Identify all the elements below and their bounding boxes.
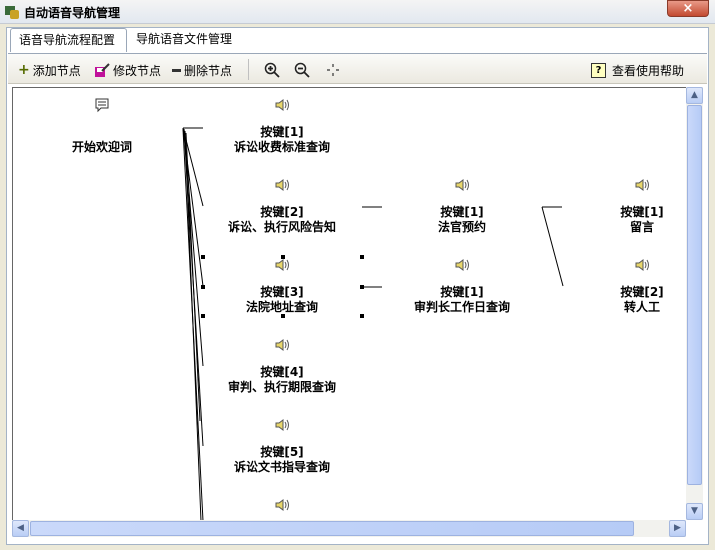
help-button[interactable]: ? 查看使用帮助 xyxy=(591,61,684,79)
scroll-down-button[interactable]: ▼ xyxy=(686,503,703,520)
speaker-icon xyxy=(274,337,290,353)
speaker-icon xyxy=(274,97,290,113)
node-label: 诉讼文书指导查询 xyxy=(233,460,330,474)
flow-node[interactable]: 按键[1]审判长工作日查询 xyxy=(382,285,542,315)
node-label: 审判、执行期限查询 xyxy=(227,380,336,394)
flow-node[interactable]: 按键[1]留言 xyxy=(562,205,686,235)
scroll-right-button[interactable]: ▶ xyxy=(669,520,686,537)
flow-node[interactable]: 按键[1]法官预约 xyxy=(382,205,542,235)
node-label: 转人工 xyxy=(623,300,660,314)
speaker-icon xyxy=(634,177,650,193)
plus-icon: + xyxy=(18,62,30,78)
flow-node[interactable]: 按键[3]法院地址查询 xyxy=(202,285,362,315)
node-key: 按键[1] xyxy=(260,125,304,139)
node-key: 按键[3] xyxy=(260,285,304,299)
delete-node-button[interactable]: 删除节点 xyxy=(172,61,232,79)
speaker-icon xyxy=(454,257,470,273)
flow-node[interactable]: 按键[5]诉讼文书指导查询 xyxy=(202,445,362,475)
horizontal-scroll-thumb[interactable] xyxy=(30,521,634,536)
flow-node[interactable]: 按键[2]诉讼、执行风险告知 xyxy=(202,205,362,235)
node-key: 按键[1] xyxy=(440,285,484,299)
node-key: 按键[2] xyxy=(260,205,304,219)
window-title: 自动语音导航管理 xyxy=(24,6,121,20)
flow-canvas[interactable]: 开始欢迎词按键[1]诉讼收费标准查询按键[2]诉讼、执行风险告知按键[3]法院地… xyxy=(12,87,686,520)
speaker-icon xyxy=(274,257,290,273)
tab-voice-files[interactable]: 导航语音文件管理 xyxy=(136,32,233,46)
node-label: 诉讼收费标准查询 xyxy=(233,140,330,154)
zoom-in-icon[interactable] xyxy=(264,61,280,79)
speaker-icon xyxy=(634,257,650,273)
scroll-up-button[interactable]: ▲ xyxy=(686,87,703,104)
node-label: 开始欢迎词 xyxy=(71,140,132,154)
node-key: 按键[2] xyxy=(620,285,664,299)
help-icon: ? xyxy=(591,62,606,78)
speaker-icon xyxy=(274,497,290,513)
app-icon xyxy=(5,6,19,19)
node-key: 按键[1] xyxy=(440,205,484,219)
title-bar: 自动语音导航管理 × xyxy=(0,0,715,24)
speaker-icon xyxy=(274,177,290,193)
flow-node[interactable]: 按键[1]诉讼收费标准查询 xyxy=(202,125,362,155)
zoom-out-icon[interactable] xyxy=(294,61,310,79)
connector-lines xyxy=(182,127,564,520)
node-label: 法官预约 xyxy=(437,220,486,234)
horizontal-scrollbar[interactable]: ◀ ▶ xyxy=(12,520,686,537)
node-key: 按键[4] xyxy=(260,365,304,379)
node-label: 诉讼、执行风险告知 xyxy=(227,220,336,234)
add-node-button[interactable]: + 添加节点 xyxy=(18,62,81,78)
scroll-left-button[interactable]: ◀ xyxy=(12,520,29,537)
node-label: 留言 xyxy=(629,220,654,234)
node-label: 审判长工作日查询 xyxy=(413,300,510,314)
vertical-scrollbar[interactable]: ▲ ▼ xyxy=(686,87,703,520)
flow-node[interactable]: 开始欢迎词 xyxy=(22,140,182,155)
flow-node[interactable]: 按键[2]转人工 xyxy=(562,285,686,315)
minus-icon xyxy=(172,68,181,72)
tab-flow-config[interactable]: 语音导航流程配置 xyxy=(10,28,127,52)
comment-icon xyxy=(94,97,110,113)
node-key: 按键[1] xyxy=(620,205,664,219)
flow-node[interactable]: 按键[4]审判、执行期限查询 xyxy=(202,365,362,395)
edit-node-button[interactable]: 修改节点 xyxy=(94,61,161,79)
selection-handles xyxy=(201,255,364,318)
toolbar-separator xyxy=(248,59,249,80)
fit-view-icon[interactable] xyxy=(326,61,340,79)
close-button[interactable]: × xyxy=(667,0,709,17)
vertical-scroll-thumb[interactable] xyxy=(687,105,702,485)
tab-bar: 语音导航流程配置 导航语音文件管理 xyxy=(6,28,246,52)
node-label: 法院地址查询 xyxy=(245,300,318,314)
speaker-icon xyxy=(454,177,470,193)
node-key: 按键[5] xyxy=(260,445,304,459)
speaker-icon xyxy=(274,417,290,433)
toolbar: + 添加节点 修改节点 删除节点 ? 查看使用帮助 xyxy=(8,53,707,84)
edit-icon xyxy=(95,63,110,77)
